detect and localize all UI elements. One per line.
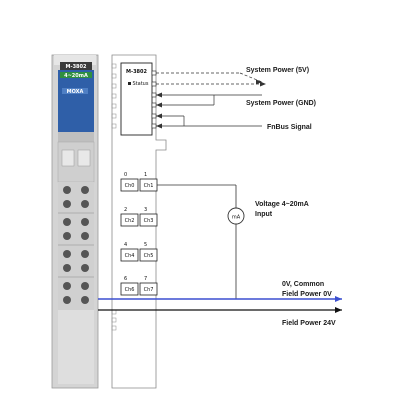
channel-terminals: 0 Ch0 1 Ch1 2 Ch2 3 Ch3 4 Ch4 5 Ch5 6 Ch… [120, 172, 158, 296]
channel-terminal-ch7 [139, 282, 158, 296]
rail-notch [111, 103, 117, 109]
label-common-line1: 0V, Common [282, 281, 324, 288]
label-field-power-24v: Field Power 24V [282, 320, 336, 327]
rail-notch [111, 325, 117, 331]
channel-label: Ch2 [125, 218, 135, 224]
channel-number: 3 [144, 207, 147, 213]
terminal-screw [63, 282, 71, 290]
wiring-lines: mA [98, 72, 342, 313]
channel-label: Ch0 [125, 183, 135, 189]
channel-number: 5 [144, 242, 147, 248]
channel-number: 1 [144, 172, 147, 178]
ammeter-symbol: mA [232, 215, 241, 221]
channel-terminal-ch2 [120, 213, 139, 227]
module-top-cap [54, 55, 96, 65]
channel-label: Ch3 [144, 218, 154, 224]
controller-model: M-3802 [126, 69, 147, 75]
controller-pin [151, 113, 157, 119]
channel-terminal-ch0 [120, 178, 139, 192]
rail-notch [111, 317, 117, 323]
arrow-left-icon [156, 113, 162, 119]
channel-label: Ch4 [125, 253, 135, 259]
controller-pin [151, 92, 157, 98]
status-led [128, 82, 131, 85]
schematic-module: M-3802 Status 0 Ch0 1 Ch1 2 Ch2 3 Ch3 4 [111, 54, 167, 389]
module-lower-body [58, 310, 94, 384]
module-release-tab-left [61, 149, 75, 167]
module-model-text: M-3802 [66, 64, 87, 70]
terminal-screw [63, 296, 71, 304]
module-green-strip [60, 72, 92, 78]
arrow-right-icon [260, 81, 266, 87]
controller-box [120, 62, 153, 136]
channel-number: 4 [124, 242, 127, 248]
terminal-block-body [58, 182, 94, 310]
terminal-screw [81, 250, 89, 258]
channel-label: Ch5 [144, 253, 154, 259]
terminal-screw [63, 218, 71, 226]
terminal-screw [63, 264, 71, 272]
channel-terminal-ch5 [139, 248, 158, 262]
module-blue-panel [58, 70, 94, 132]
rail-notch [111, 113, 117, 119]
controller-status: Status [133, 81, 149, 87]
module-release-tab-right [77, 149, 91, 167]
terminal-screw [81, 282, 89, 290]
arrow-right-icon [335, 296, 342, 302]
terminal-screw [81, 264, 89, 272]
terminal-screw [81, 186, 89, 194]
label-voltage-input-line1: Voltage 4~20mA [255, 201, 309, 208]
channel-number: 6 [124, 276, 127, 282]
channel-label: Ch7 [144, 287, 154, 293]
label-system-power-5v: System Power (5V) [246, 67, 309, 74]
terminal-screw [63, 200, 71, 208]
channel-number: 7 [144, 276, 147, 282]
channel-label: Ch6 [125, 287, 135, 293]
rail-notch [111, 73, 117, 79]
module-sub-label: 4~20mA [64, 73, 88, 79]
arrow-left-icon [156, 102, 162, 108]
arrow-right-icon [335, 307, 342, 313]
diagram-labels: System Power (5V) System Power (GND) FnB… [246, 67, 336, 327]
wire-system-power-5v-diagonal [239, 72, 263, 83]
controller-pin [151, 70, 157, 76]
terminal-screw [63, 186, 71, 194]
channel-terminal-ch4 [120, 248, 139, 262]
controller-pin [151, 81, 157, 87]
channel-number: 2 [124, 207, 127, 213]
arrow-right-icon [256, 79, 262, 85]
module-brand-plate [62, 88, 88, 94]
controller-pin [151, 102, 157, 108]
label-system-power-gnd: System Power (GND) [246, 100, 316, 107]
channel-label: Ch1 [144, 183, 154, 189]
module-divider [58, 132, 94, 142]
arrow-left-icon [156, 123, 162, 129]
controller-pin [151, 123, 157, 129]
label-voltage-input-line2: Input [255, 211, 273, 218]
rail-notch [111, 63, 117, 69]
schematic-rail-notches [111, 63, 117, 331]
controller-pins [151, 70, 157, 129]
terminal-screw [63, 250, 71, 258]
rail-notch [111, 83, 117, 89]
label-fnbus-signal: FnBus Signal [267, 124, 312, 131]
module-brand: MOXA [67, 89, 84, 95]
arrow-left-icon [156, 92, 162, 98]
terminal-screw [63, 232, 71, 240]
terminal-screw [81, 218, 89, 226]
rail-notch [111, 123, 117, 129]
rail-notch [111, 93, 117, 99]
terminal-screw [81, 296, 89, 304]
channel-number: 0 [124, 172, 127, 178]
module-terminal-block [58, 182, 94, 310]
module-photo: M-3802 4~20mA MOXA [51, 54, 99, 389]
label-common-line2: Field Power 0V [282, 291, 332, 298]
terminal-screw [81, 200, 89, 208]
module-model-plate [60, 62, 92, 70]
terminal-screw [81, 232, 89, 240]
channel-terminal-ch6 [120, 282, 139, 296]
channel-terminal-ch3 [139, 213, 158, 227]
